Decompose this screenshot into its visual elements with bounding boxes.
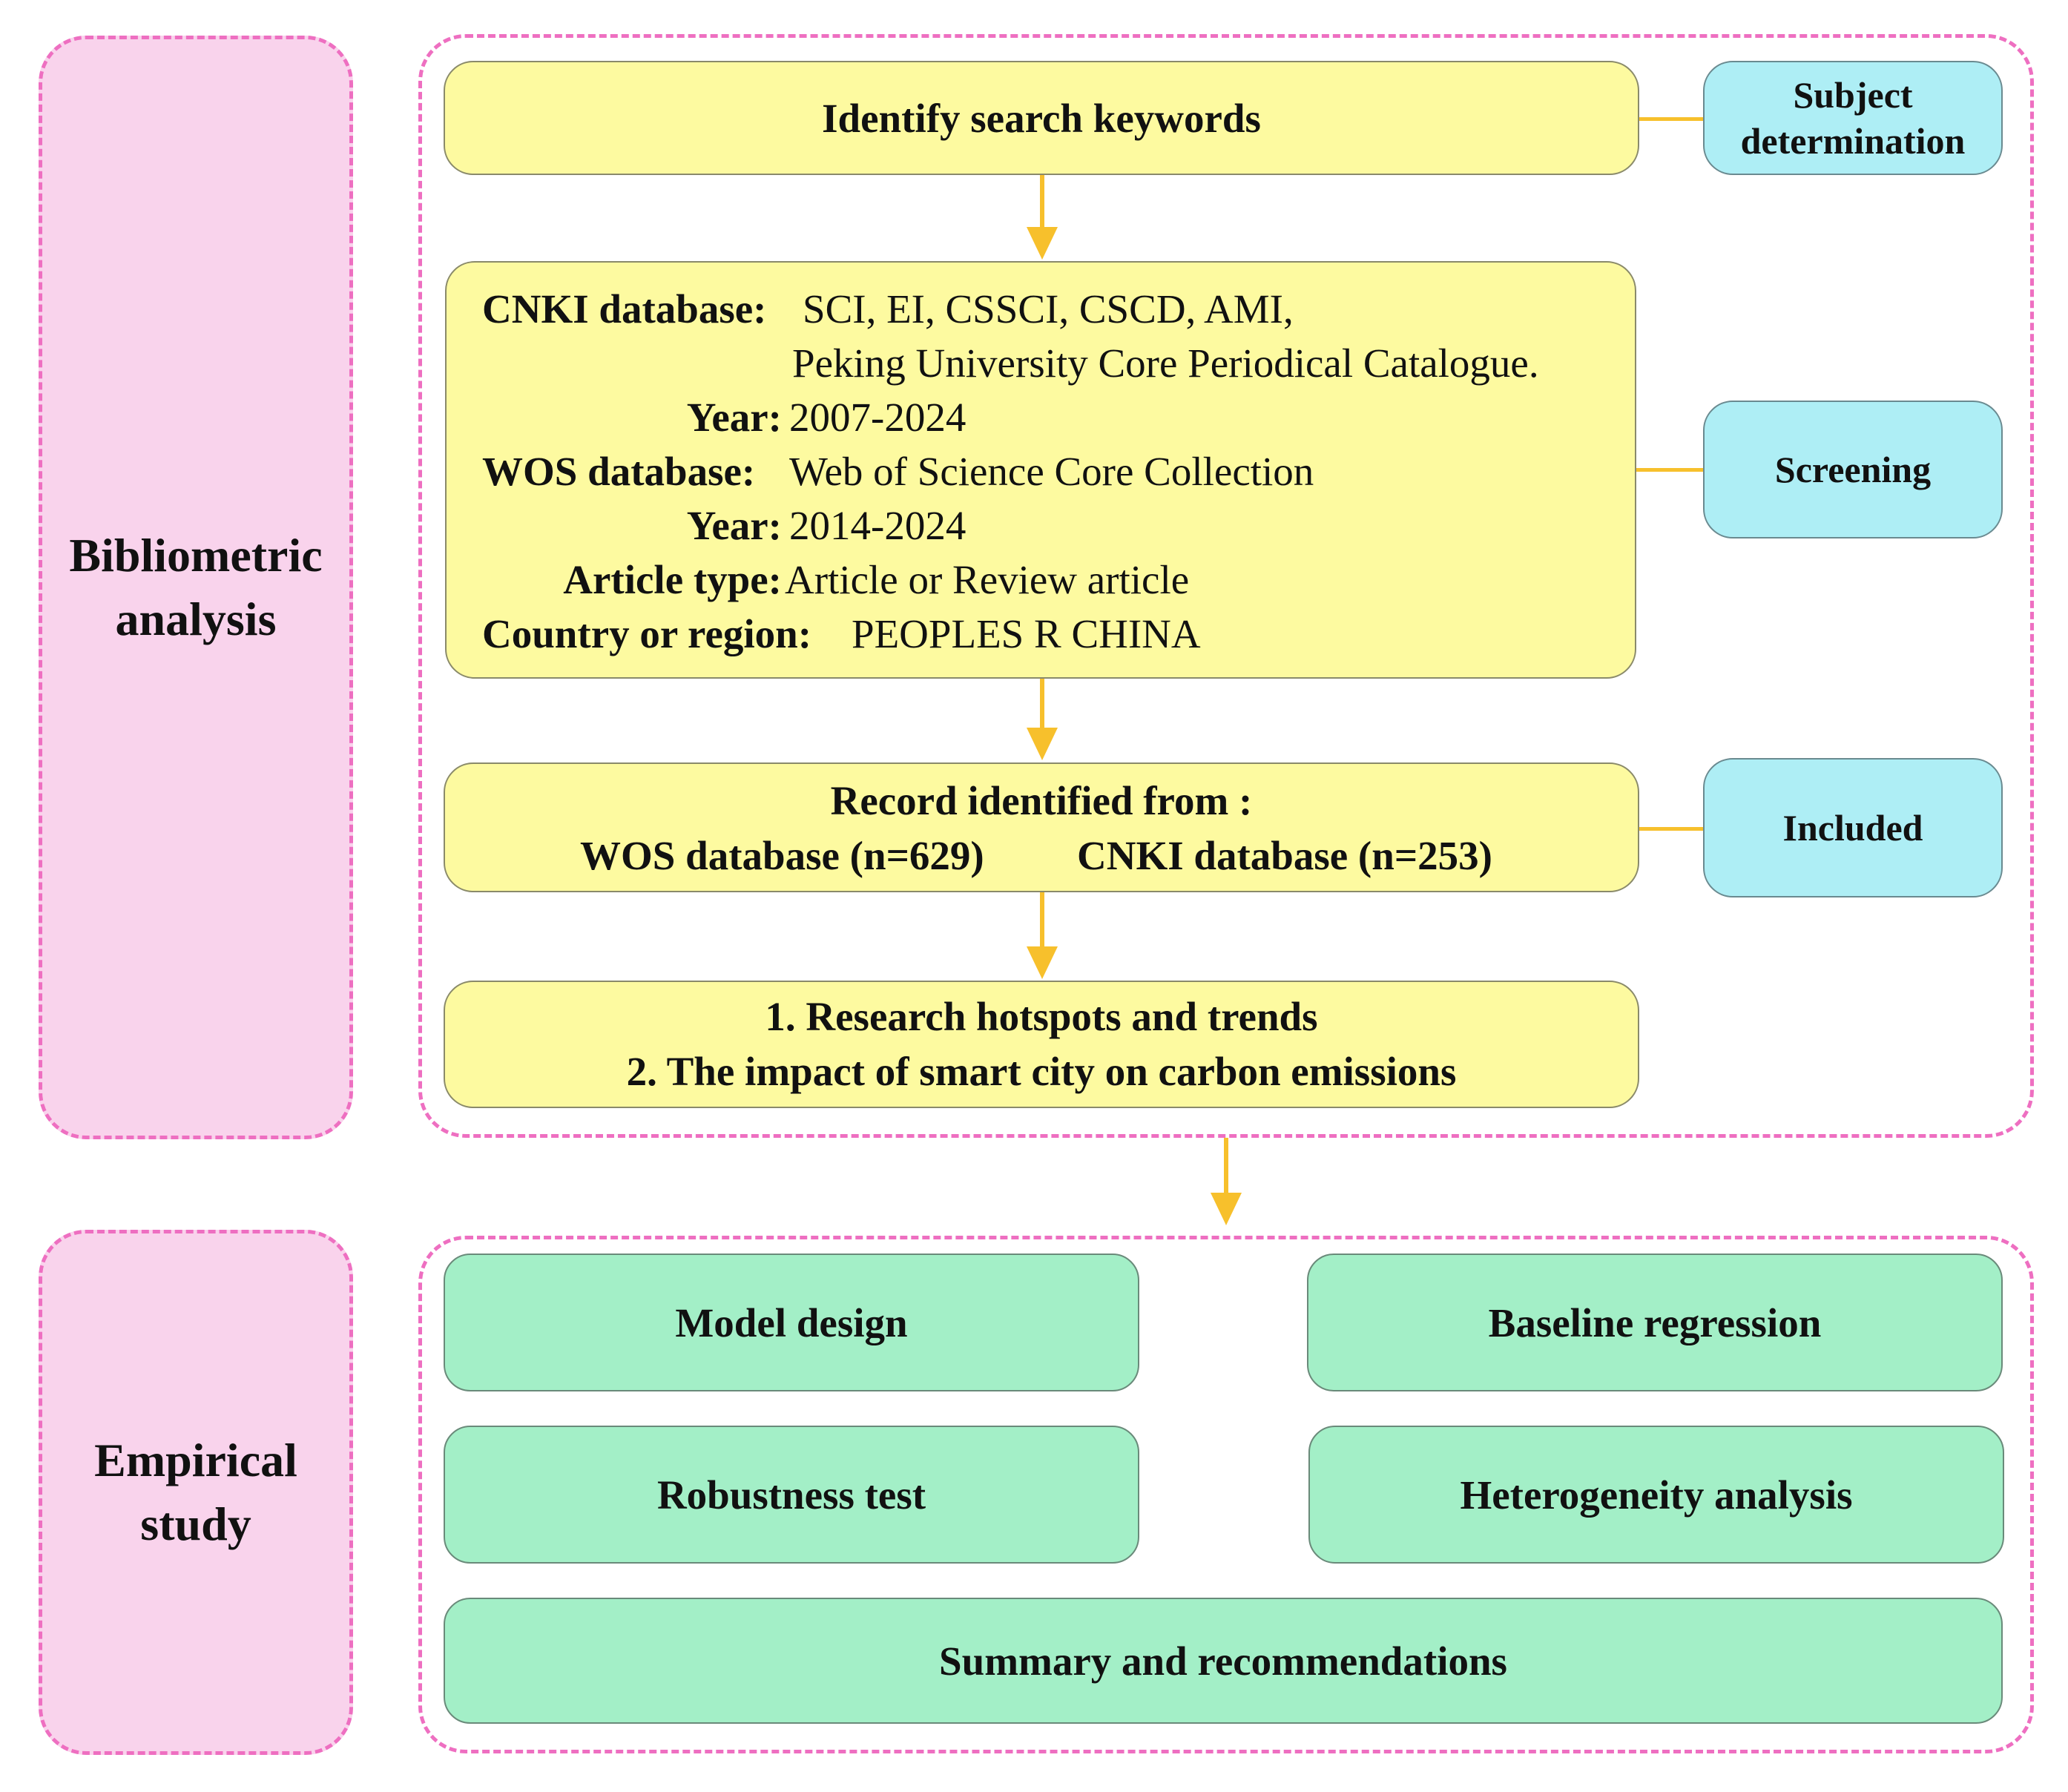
- connector-subject: [1639, 117, 1706, 121]
- heterogeneity-analysis-box: Heterogeneity analysis: [1308, 1426, 2004, 1564]
- criteria-value: Web of Science Core Collection: [789, 449, 1314, 494]
- criteria-value: Article or Review article: [785, 557, 1190, 602]
- connector-screening: [1636, 468, 1706, 472]
- summary-box: Summary and recommendations: [444, 1598, 2003, 1724]
- robustness-test-text: Robustness test: [656, 1472, 926, 1518]
- summary-text: Summary and recommendations: [939, 1638, 1507, 1684]
- stage-subject-determination: Subject determination: [1703, 61, 2003, 175]
- stage-screening-text: Screening: [1774, 449, 1932, 490]
- arrow-down-icon: [1027, 175, 1058, 260]
- bibliometric-section-label: Bibliometric analysis: [39, 36, 353, 1139]
- criteria-label: CNKI database:: [482, 286, 767, 332]
- criteria-value: PEOPLES R CHINA: [852, 611, 1201, 656]
- empirical-label-text: Empirical study: [94, 1433, 297, 1550]
- arrow-down-icon: [1211, 1138, 1242, 1225]
- criteria-label: Year:: [686, 503, 782, 548]
- heterogeneity-analysis-text: Heterogeneity analysis: [1460, 1472, 1853, 1518]
- records-wos-count: WOS database (n=629): [580, 833, 984, 878]
- arrow-down-icon: [1027, 679, 1058, 760]
- stage-screening: Screening: [1703, 401, 2003, 538]
- identify-keywords-box: Identify search keywords: [444, 61, 1639, 175]
- outputs-box: 1. Research hotspots and trends 2. The i…: [444, 981, 1639, 1108]
- stage-included-text: Included: [1782, 807, 1923, 849]
- criteria-value: Peking University Core Periodical Catalo…: [792, 340, 1539, 386]
- criteria-label: WOS database:: [482, 449, 756, 494]
- criteria-value: 2014-2024: [789, 503, 967, 548]
- records-title: Record identified from :: [830, 778, 1253, 823]
- search-criteria-box: CNKI database: SCI, EI, CSSCI, CSCD, AMI…: [445, 261, 1636, 679]
- criteria-value: SCI, EI, CSSCI, CSCD, AMI,: [803, 286, 1294, 332]
- criteria-label: Country or region:: [482, 611, 812, 656]
- bibliometric-label-text: Bibliometric analysis: [69, 528, 323, 645]
- empirical-frame: [418, 1236, 2034, 1753]
- empirical-section-label: Empirical study: [39, 1230, 353, 1755]
- baseline-regression-text: Baseline regression: [1488, 1299, 1822, 1345]
- output-item: 1. Research hotspots and trends: [765, 993, 1318, 1039]
- model-design-text: Model design: [675, 1299, 908, 1345]
- bibliometric-frame: [418, 34, 2034, 1138]
- stage-subject-text: Subject determination: [1740, 73, 1966, 162]
- robustness-test-box: Robustness test: [444, 1426, 1139, 1564]
- arrow-down-icon: [1027, 892, 1058, 979]
- model-design-box: Model design: [444, 1254, 1139, 1391]
- records-box: Record identified from : WOS database (n…: [444, 762, 1639, 892]
- output-item: 2. The impact of smart city on carbon em…: [626, 1049, 1457, 1094]
- stage-included: Included: [1703, 758, 2003, 897]
- connector-included: [1639, 827, 1706, 831]
- records-cnki-count: CNKI database (n=253): [1077, 833, 1492, 878]
- identify-keywords-text: Identify search keywords: [822, 95, 1261, 141]
- criteria-label: Year:: [686, 395, 782, 440]
- baseline-regression-box: Baseline regression: [1307, 1254, 2003, 1391]
- criteria-value: 2007-2024: [789, 395, 967, 440]
- criteria-label: Article type:: [563, 557, 782, 602]
